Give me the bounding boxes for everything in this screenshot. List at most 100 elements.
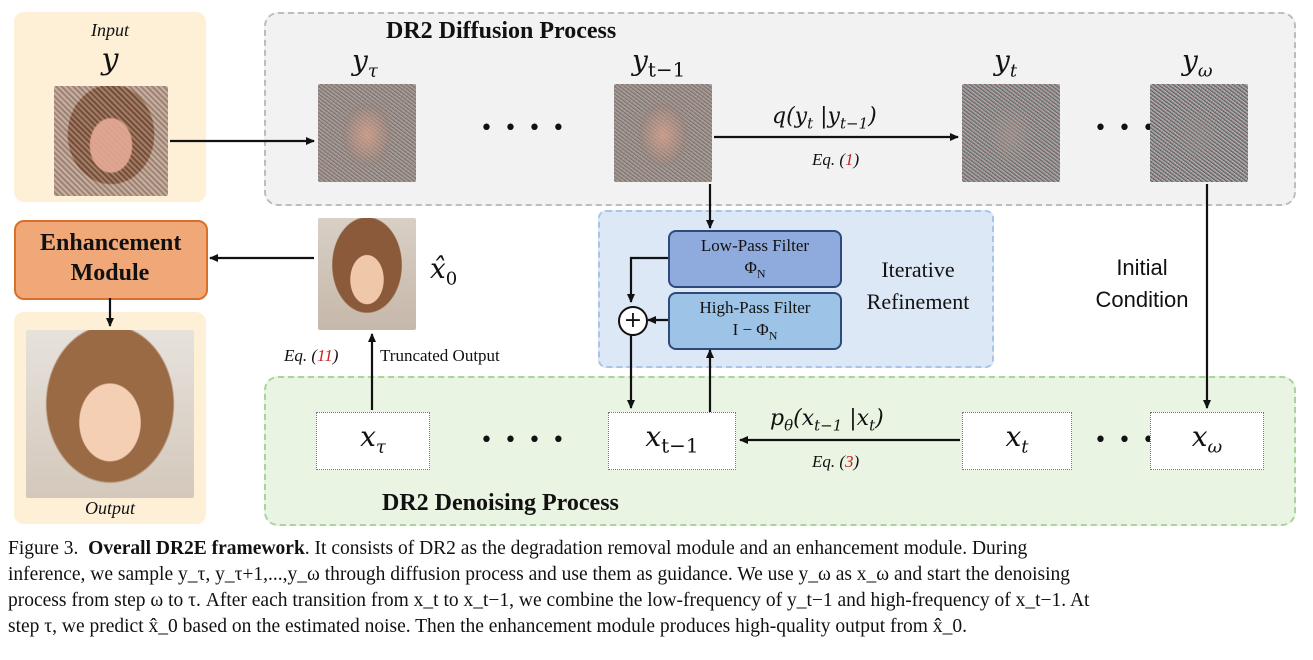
identity-minus-phi: I − Φ <box>732 320 769 339</box>
initial-condition-label: Initial Condition <box>1082 252 1202 316</box>
eq1-prefix: Eq. ( <box>812 150 846 169</box>
eq11-prefix: Eq. ( <box>284 346 318 365</box>
ellipsis-diffusion: • • • • <box>480 116 567 141</box>
q-label-sub1: t <box>807 114 814 133</box>
iterative-line1: Iterative <box>881 257 955 282</box>
x-tau-box <box>316 412 430 470</box>
iterative-refinement-label: Iterative Refinement <box>850 254 986 318</box>
caption-line-1: Figure 3. Overall DR2E framework. It con… <box>8 536 1304 562</box>
output-label: Output <box>84 498 135 518</box>
x-tau-subscript: τ <box>375 436 386 458</box>
phi-symbol: Φ <box>744 258 757 277</box>
p-label-mid: |x <box>842 406 870 431</box>
x-t-symbol: x <box>1005 420 1022 453</box>
x-tm1-symbol: x <box>645 420 662 453</box>
eq3-prefix: Eq. ( <box>812 452 846 471</box>
caption-line-4: step τ, we predict x̂_0 based on the est… <box>8 616 967 637</box>
x-t-subscript: t <box>1021 436 1029 458</box>
eq1-number: 1 <box>845 150 854 169</box>
high-pass-filter-formula: I − ΦN <box>668 320 842 343</box>
ellipsis-denoising: • • • • <box>480 428 567 453</box>
initial-line2: Condition <box>1095 287 1189 312</box>
eq1-reference: Eq. (1) <box>812 150 859 170</box>
eq11-reference: Eq. (11) <box>284 346 338 366</box>
x0-hat-subscript: 0 <box>445 268 458 290</box>
p-label-rest: (x <box>793 406 815 431</box>
p-label-end: ) <box>875 406 884 431</box>
caption-figure-number: Figure 3. <box>8 538 79 559</box>
phi-subscript: N <box>756 266 766 281</box>
plus-symbol: + <box>623 308 643 333</box>
q-label-mid: |y <box>813 104 840 129</box>
eq11-suffix: ) <box>332 346 339 365</box>
y-omega-symbol: y <box>1182 44 1198 77</box>
eq11-number: 11 <box>317 346 333 365</box>
q-transition-label: q(yt |yt−1) <box>772 104 877 132</box>
y-t-symbol: y <box>994 44 1010 77</box>
x-omega-subscript: ω <box>1207 436 1223 458</box>
input-degraded-face-image <box>54 86 168 196</box>
caption-line-3: process from step ω to τ. After each tra… <box>8 590 1090 611</box>
p-label-head: p <box>770 406 785 431</box>
x-tau-label: xτ <box>316 420 430 458</box>
p-label-theta: θ <box>784 416 794 435</box>
p-label-sub1: t−1 <box>814 416 843 435</box>
caption-line-2: inference, we sample y_τ, y_τ+1,...,y_ω … <box>8 564 1071 585</box>
y-tm1-label: yt−1 <box>632 44 685 82</box>
phi-subscript-high: N <box>768 328 778 343</box>
input-variable: y <box>101 42 119 77</box>
initial-line1: Initial <box>1116 255 1168 280</box>
x-tm1-label: xt−1 <box>608 420 736 458</box>
q-label-end: ) <box>868 104 877 129</box>
low-pass-filter-formula: ΦN <box>668 258 842 281</box>
y-tau-label: yτ <box>352 44 378 82</box>
ellipsis-denoising-short: • • • <box>1094 428 1157 453</box>
ellipsis-diffusion-short: • • • <box>1094 116 1157 141</box>
y-tau-subscript: τ <box>367 60 378 82</box>
y-omega-image <box>1150 84 1248 182</box>
iterative-line2: Refinement <box>866 289 970 314</box>
x-omega-box <box>1150 412 1264 470</box>
x-tm1-subscript: t−1 <box>661 433 699 458</box>
enhancement-module-box <box>14 220 208 300</box>
y-tm1-symbol: y <box>632 44 648 77</box>
output-face-image <box>26 330 194 498</box>
x-tau-symbol: x <box>360 420 376 453</box>
y-t-label: yt <box>994 44 1017 82</box>
y-tm1-image <box>614 84 712 182</box>
q-label-sub2: t−1 <box>839 114 869 133</box>
x-t-box <box>962 412 1072 470</box>
low-pass-filter-title: Low-Pass Filter <box>700 236 810 255</box>
y-tm1-subscript: t−1 <box>647 57 686 82</box>
x-tm1-box <box>608 412 736 470</box>
figure-caption: Figure 3. Overall DR2E framework. It con… <box>8 536 1304 640</box>
x-omega-symbol: x <box>1191 420 1208 453</box>
x0-hat-label: x̂0 <box>430 252 457 290</box>
enhancement-module-label: Enhancement Module <box>40 230 182 286</box>
eq3-reference: Eq. (3) <box>812 452 859 472</box>
sum-node: + <box>618 306 648 336</box>
x0-hat-image <box>318 218 416 330</box>
input-label: Input <box>91 20 129 40</box>
eq3-suffix: ) <box>853 452 860 471</box>
p-label-sub2: t <box>869 416 876 435</box>
high-pass-filter-title: High-Pass Filter <box>699 298 811 317</box>
q-label-head: q(y <box>772 104 808 129</box>
caption-line1-rest: . It consists of DR2 as the degradation … <box>304 538 1028 559</box>
y-t-image <box>962 84 1060 182</box>
p-transition-label: pθ(xt−1 |xt) <box>770 406 884 434</box>
x-t-label: xt <box>962 420 1072 458</box>
y-t-subscript: t <box>1009 60 1018 82</box>
high-pass-filter-box <box>668 292 842 350</box>
truncated-output-label: Truncated Output <box>380 346 500 365</box>
eq1-suffix: ) <box>853 150 860 169</box>
low-pass-filter-box <box>668 230 842 288</box>
y-tau-image <box>318 84 416 182</box>
diffusion-process-panel <box>264 12 1296 206</box>
denoising-process-panel <box>264 376 1296 526</box>
y-omega-subscript: ω <box>1197 60 1213 82</box>
y-omega-label: yω <box>1182 44 1213 82</box>
denoising-process-title: DR2 Denoising Process <box>382 490 619 516</box>
y-tau-symbol: y <box>352 44 368 77</box>
caption-title: Overall DR2E framework <box>88 538 305 559</box>
